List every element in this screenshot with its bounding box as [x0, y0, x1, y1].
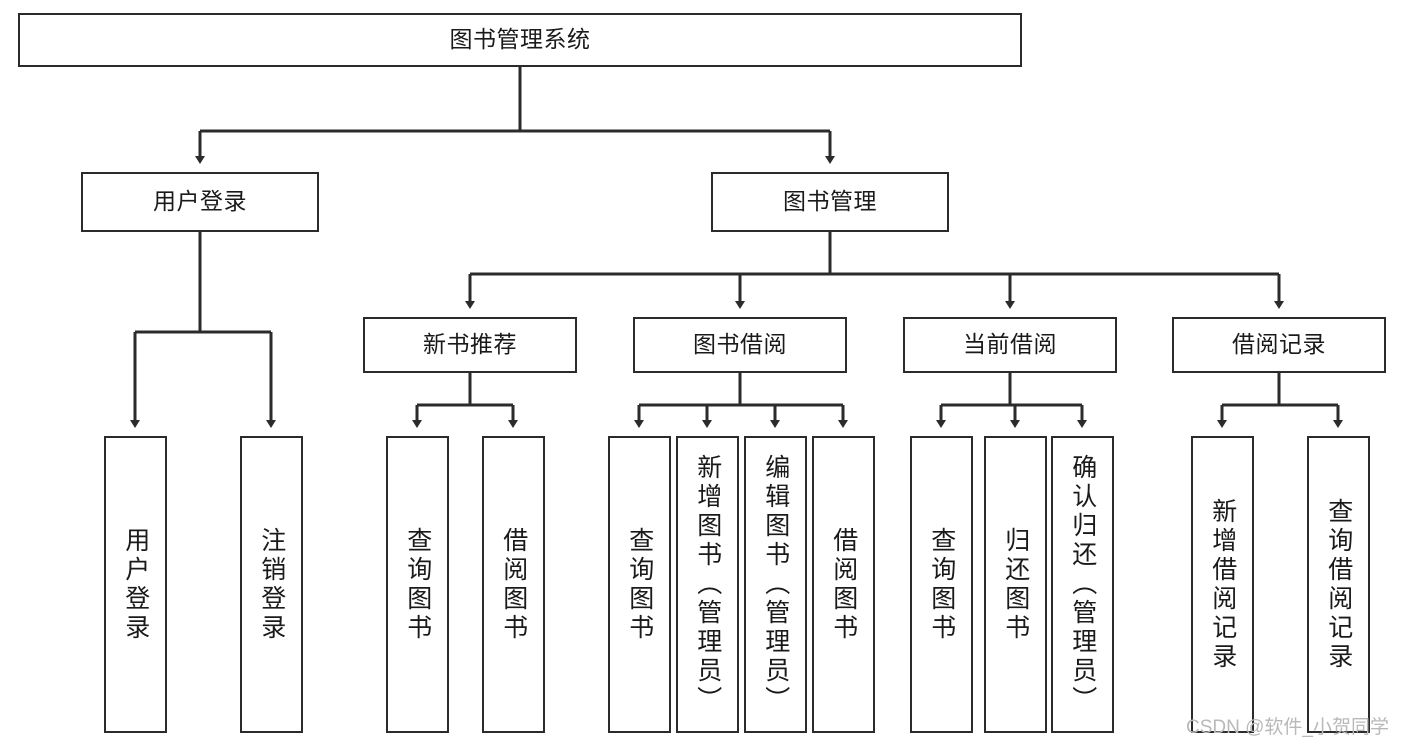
csdn-watermark: CSDN @软件_小贺同学: [1186, 717, 1389, 738]
leaf-query-borrow-record[interactable]: 查询借阅记录: [1307, 436, 1370, 733]
node-book-management-label: 图书管理: [783, 188, 877, 215]
leaf-confirm-return-admin[interactable]: 确认归还（管理员）: [1051, 436, 1114, 733]
node-book-borrow-label: 图书借阅: [693, 331, 787, 358]
leaf-borrow-book-1[interactable]: 借阅图书: [482, 436, 545, 733]
leaf-query-book-1-label: 查询图书: [403, 526, 432, 643]
node-new-book-recommend-label: 新书推荐: [423, 331, 517, 358]
node-user-login[interactable]: 用户登录: [81, 172, 319, 232]
leaf-confirm-return-admin-label: 确认归还（管理员）: [1068, 454, 1097, 715]
leaf-add-book-admin[interactable]: 新增图书（管理员）: [676, 436, 739, 733]
leaf-edit-book-admin[interactable]: 编辑图书（管理员）: [744, 436, 807, 733]
node-current-borrow-label: 当前借阅: [963, 331, 1057, 358]
leaf-add-borrow-record-label: 新增借阅记录: [1208, 497, 1237, 672]
leaf-borrow-book-1-label: 借阅图书: [499, 526, 528, 643]
node-new-book-recommend[interactable]: 新书推荐: [363, 317, 577, 373]
leaf-add-book-admin-label: 新增图书（管理员）: [693, 454, 722, 715]
node-root[interactable]: 图书管理系统: [18, 13, 1022, 67]
leaf-edit-book-admin-label: 编辑图书（管理员）: [761, 454, 790, 715]
node-user-login-label: 用户登录: [153, 188, 247, 215]
leaf-return-book[interactable]: 归还图书: [984, 436, 1047, 733]
node-root-label: 图书管理系统: [449, 26, 591, 53]
leaf-query-book-1[interactable]: 查询图书: [386, 436, 449, 733]
node-borrow-record-label: 借阅记录: [1232, 331, 1326, 358]
leaf-add-borrow-record[interactable]: 新增借阅记录: [1191, 436, 1254, 733]
leaf-logout[interactable]: 注销登录: [240, 436, 303, 733]
leaf-user-login-label: 用户登录: [121, 526, 150, 643]
leaf-query-book-2[interactable]: 查询图书: [608, 436, 671, 733]
node-borrow-record[interactable]: 借阅记录: [1172, 317, 1386, 373]
node-current-borrow[interactable]: 当前借阅: [903, 317, 1117, 373]
leaf-query-book-3[interactable]: 查询图书: [910, 436, 973, 733]
leaf-query-book-3-label: 查询图书: [927, 526, 956, 643]
node-book-management[interactable]: 图书管理: [711, 172, 949, 232]
node-book-borrow[interactable]: 图书借阅: [633, 317, 847, 373]
leaf-logout-label: 注销登录: [257, 526, 286, 643]
leaf-borrow-book-2[interactable]: 借阅图书: [812, 436, 875, 733]
leaf-query-book-2-label: 查询图书: [625, 526, 654, 643]
leaf-user-login[interactable]: 用户登录: [104, 436, 167, 733]
leaf-borrow-book-2-label: 借阅图书: [829, 526, 858, 643]
leaf-return-book-label: 归还图书: [1001, 526, 1030, 643]
leaf-query-borrow-record-label: 查询借阅记录: [1324, 497, 1353, 672]
